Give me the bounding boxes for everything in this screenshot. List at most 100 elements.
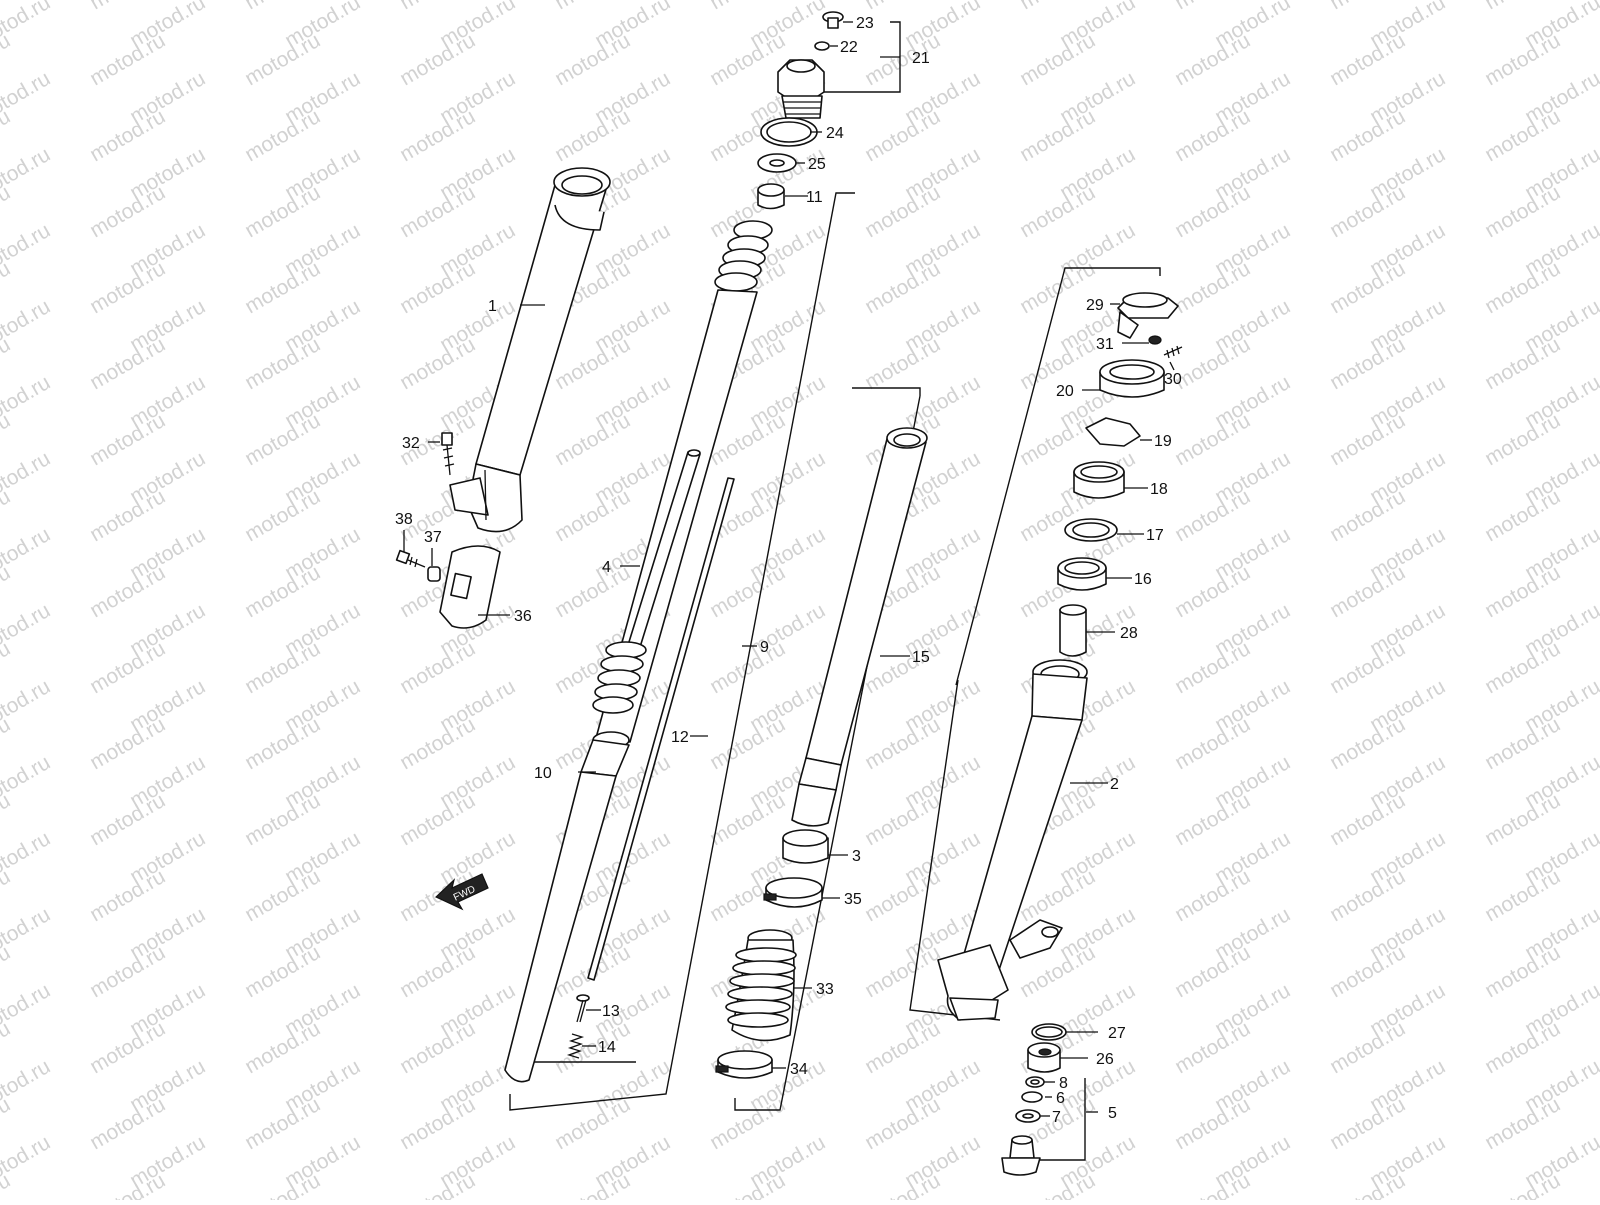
watermark-text: motod.ru <box>241 865 324 926</box>
watermark-text: motod.ru <box>1481 105 1564 166</box>
callout-8: 8 <box>1059 1075 1068 1092</box>
part-16-guide-metal <box>1057 557 1107 591</box>
watermark-text: motod.ru <box>1326 0 1409 14</box>
watermark-text: motod.ru <box>86 713 169 774</box>
watermark-text: motod.ru <box>551 485 634 546</box>
callout-14: 14 <box>598 1039 616 1056</box>
watermark-text: motod.ru <box>551 561 634 622</box>
watermark-text: motod.ru <box>86 29 169 90</box>
watermark-text: motod.ru <box>0 1017 14 1078</box>
watermark-text: motod.ru <box>0 789 14 850</box>
callout-31: 31 <box>1096 336 1114 353</box>
watermark-text: motod.ru <box>1326 1093 1409 1154</box>
callout-33: 33 <box>816 981 834 998</box>
watermark-text: motod.ru <box>551 409 634 470</box>
watermark-text: motod.ru <box>396 105 479 166</box>
watermark-text: motod.ru <box>861 181 944 242</box>
watermark-text: motod.ru <box>396 257 479 318</box>
watermark-text: motod.ru <box>861 29 944 90</box>
watermark-text: motod.ru <box>396 333 479 394</box>
watermark-text: motod.ru <box>1171 181 1254 242</box>
watermark-text: motod.ru <box>1481 637 1564 698</box>
watermark-text: motod.ru <box>1481 485 1564 546</box>
watermark-text: motod.ru <box>1481 0 1564 14</box>
callout-35: 35 <box>844 891 862 908</box>
watermark-text: motod.ru <box>861 713 944 774</box>
callout-23: 23 <box>856 15 874 32</box>
watermark-text: motod.ru <box>0 181 14 242</box>
group-15-bracket <box>734 387 921 1111</box>
watermark-text: motod.ru <box>1326 789 1409 850</box>
watermark-text: motod.ru <box>1171 561 1254 622</box>
watermark-text: motod.ru <box>396 941 479 1002</box>
part-31-oring <box>1148 335 1162 345</box>
callout-2: 2 <box>1110 776 1119 793</box>
part-22-oring <box>814 41 830 51</box>
part-17-washer <box>1064 518 1118 542</box>
watermark-text: motod.ru <box>861 333 944 394</box>
part-30-bolt <box>1163 345 1183 359</box>
callout-16: 16 <box>1134 571 1152 588</box>
part-33-boot <box>725 929 797 1042</box>
watermark-text: motod.ru <box>86 0 169 14</box>
watermark-text: motod.ru <box>1171 865 1254 926</box>
watermark-text: motod.ru <box>0 257 14 318</box>
watermark-text: motod.ru <box>241 1017 324 1078</box>
watermark-text: motod.ru <box>0 561 14 622</box>
watermark-text: motod.ru <box>706 561 789 622</box>
callout-13: 13 <box>602 1003 620 1020</box>
watermark-text: motod.ru <box>1481 1017 1564 1078</box>
watermark-text: motod.ru <box>1171 333 1254 394</box>
watermark-text: motod.ru <box>241 485 324 546</box>
watermark-text: motod.ru <box>0 333 14 394</box>
watermark-text: motod.ru <box>861 865 944 926</box>
watermark-text: motod.ru <box>396 0 479 14</box>
watermark-text: motod.ru <box>1481 29 1564 90</box>
watermark-text: motod.ru <box>1481 409 1564 470</box>
watermark-text: motod.ru <box>1481 941 1564 1002</box>
watermark-text: motod.ru <box>551 0 634 14</box>
watermark-text: motod.ru <box>241 29 324 90</box>
watermark-text: motod.ru <box>1481 333 1564 394</box>
callout-17: 17 <box>1146 527 1164 544</box>
watermark-text: motod.ru <box>0 105 14 166</box>
watermark-text: motod.ru <box>1481 789 1564 850</box>
callout-26: 26 <box>1096 1051 1114 1068</box>
part-28-bushing <box>1059 604 1087 657</box>
callout-21: 21 <box>912 50 930 67</box>
group-9-bracket <box>509 192 855 1111</box>
watermark-text: motod.ru <box>0 29 14 90</box>
watermark-text: motod.ru <box>86 485 169 546</box>
callout-32: 32 <box>402 435 420 452</box>
part-29-bracket <box>1117 292 1179 339</box>
part-2-outer-tube <box>937 659 1088 1021</box>
watermark-text: motod.ru <box>86 333 169 394</box>
watermark-text: motod.ru <box>1171 637 1254 698</box>
watermark-text: motod.ru <box>551 29 634 90</box>
part-11-spacer <box>757 183 785 210</box>
group-5-bracket <box>1030 1078 1086 1161</box>
watermark-text: motod.ru <box>0 713 14 774</box>
part-4-damper-rod <box>592 449 701 714</box>
part-15-inner-tube <box>791 427 928 827</box>
watermark-text: motod.ru <box>706 1093 789 1154</box>
watermark-text: motod.ru <box>1326 333 1409 394</box>
watermark-text: motod.ru <box>1481 865 1564 926</box>
watermark-text: motod.ru <box>1326 865 1409 926</box>
watermark-text: motod.ru <box>1171 485 1254 546</box>
watermark-text: motod.ru <box>1481 181 1564 242</box>
watermark-text: motod.ru <box>1326 105 1409 166</box>
callout-30: 30 <box>1164 371 1182 388</box>
callout-28: 28 <box>1120 625 1138 642</box>
part-26-adjuster <box>1027 1042 1061 1073</box>
part-23-screw <box>822 11 844 29</box>
watermark-text: motod.ru <box>1171 257 1254 318</box>
watermark-text: motod.ru <box>86 637 169 698</box>
callout-15: 15 <box>912 649 930 666</box>
part-34-clamp <box>715 1050 773 1079</box>
part-6-oring <box>1021 1091 1043 1103</box>
part-21-cap-bolt <box>777 59 825 119</box>
watermark-text: motod.ru <box>1016 0 1099 14</box>
watermark-text: motod.ru <box>396 1093 479 1154</box>
